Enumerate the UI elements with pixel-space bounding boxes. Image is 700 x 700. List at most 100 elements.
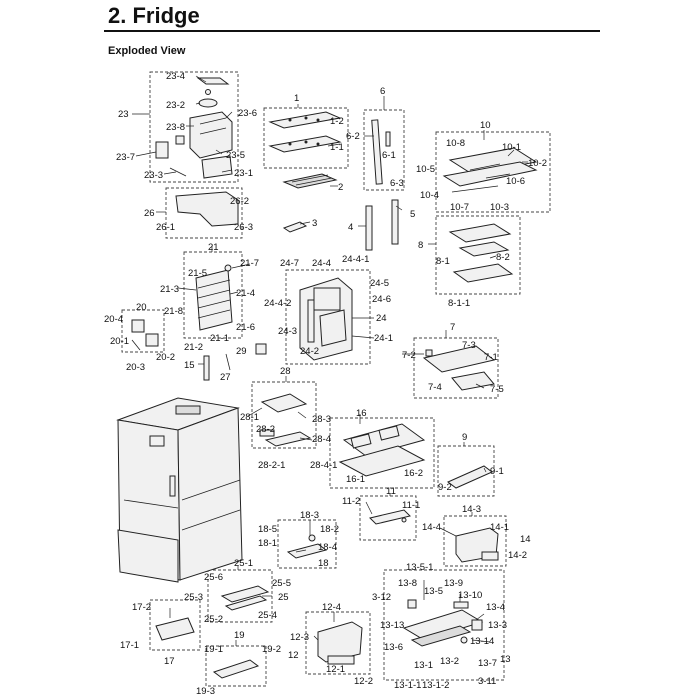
part-label: 28-2-1 [258, 460, 285, 471]
ice-maker-assembly [155, 77, 233, 179]
part-label: 21-6 [236, 322, 255, 333]
group-box-8 [435, 215, 521, 295]
part-label: 9-1 [490, 466, 504, 477]
part-label: 1 [294, 93, 299, 104]
part-label: 7-3 [462, 340, 476, 351]
part-label: 23-7 [116, 152, 135, 163]
group-box-11 [359, 495, 417, 541]
part-label: 21-4 [236, 288, 255, 299]
part-label: 11-2 [342, 496, 360, 507]
part-label: 20-4 [104, 314, 123, 325]
part-label: 14-3 [462, 504, 481, 515]
part-20-damper [131, 319, 159, 351]
part-label: 25-4 [258, 610, 277, 621]
part-label: 23 [118, 109, 129, 120]
group-box-18 [277, 519, 337, 569]
part-label: 28-3 [312, 414, 331, 425]
part-label: 20 [136, 302, 147, 313]
part-label: 14-1 [490, 522, 509, 533]
part-19 [212, 659, 260, 679]
part-label: 13-3 [488, 620, 507, 631]
part-label: 23-2 [166, 100, 185, 111]
part-label: 6 [380, 86, 385, 97]
part-label: 10-8 [446, 138, 465, 149]
part-label: 20-1 [110, 336, 129, 347]
part-label: 3 [312, 218, 317, 229]
group-box-1 [263, 107, 349, 169]
part-label: 18-1 [258, 538, 277, 549]
part-label: 21 [208, 242, 219, 253]
part-label: 24-1 [374, 333, 393, 344]
part-label: 24-7 [280, 258, 299, 269]
part-label: 12-1 [326, 664, 345, 675]
part-6-rails [365, 119, 399, 251]
part-label: 13-2 [440, 656, 459, 667]
part-label: 10 [480, 120, 491, 131]
part-label: 15 [184, 360, 195, 371]
part-label: 1-2 [330, 116, 344, 127]
part-label: 24 [376, 313, 387, 324]
part-label: 16 [356, 408, 367, 419]
part-label: 25 [278, 592, 289, 603]
part-label: 1-1 [330, 142, 344, 153]
part-10-glass-shelf [442, 147, 538, 193]
part-label: 19-2 [262, 644, 281, 655]
part-label: 6-1 [382, 150, 396, 161]
part-label: 2 [338, 182, 343, 193]
part-label: 21-2 [184, 342, 203, 353]
part-label: 18 [318, 558, 329, 569]
part-8-shelf [448, 223, 514, 283]
part-label: 13 [500, 654, 511, 665]
part-labels: 23 23-4 23-2 23-8 23-6 23-5 23-7 23-1 23… [104, 71, 547, 697]
part-label: 29 [236, 346, 247, 357]
part-12-bin [317, 621, 363, 665]
part-label: 18-5 [258, 524, 277, 535]
part-label: 17 [164, 656, 175, 667]
part-label: 5 [410, 209, 415, 220]
part-label: 13-5-1 [406, 562, 433, 573]
part-label: 6-3 [390, 178, 404, 189]
part-label: 7-4 [428, 382, 442, 393]
group-box-24 [285, 269, 371, 365]
part-label: 13-1 [414, 660, 433, 671]
part-label: 13-5 [424, 586, 443, 597]
part-label: 12-3 [290, 632, 309, 643]
part-label: 7 [450, 322, 455, 333]
part-9-rail [447, 465, 493, 489]
group-box-9 [437, 445, 495, 497]
part-label: 10-3 [490, 202, 509, 213]
part-label: 12 [288, 650, 299, 661]
part-16-bin [338, 423, 426, 477]
part-label: 23-1 [234, 168, 253, 179]
part-label: 18-2 [320, 524, 339, 535]
group-box-26 [165, 187, 243, 239]
part-label: 16-2 [404, 468, 423, 479]
part-label: 25-1 [234, 558, 253, 569]
part-label: 8-1 [436, 256, 450, 267]
part-label: 8 [418, 240, 423, 251]
part-14-crisper [455, 527, 499, 563]
part-label: 24-4-1 [342, 254, 369, 265]
part-label: 26-1 [156, 222, 175, 233]
part-label: 9 [462, 432, 467, 443]
part-26-duct [175, 191, 239, 227]
part-label: 28-2 [256, 424, 275, 435]
part-17 [155, 617, 195, 641]
group-box-21 [183, 251, 243, 339]
part-label: 10-5 [416, 164, 435, 175]
part-18-rail [286, 534, 328, 559]
subtitle: Exploded View [108, 45, 186, 57]
part-label: 24-5 [370, 278, 389, 289]
part-label: 8-1-1 [448, 298, 470, 309]
part-label: 13-1-1 [394, 680, 421, 691]
part-label: 21-5 [188, 268, 207, 279]
title-rule [104, 30, 600, 32]
part-label: 17-1 [120, 640, 139, 651]
group-box-14 [443, 515, 507, 567]
part-label: 24-4-2 [264, 298, 291, 309]
part-25-rail [220, 585, 270, 611]
part-label: 14 [520, 534, 531, 545]
part-label: 10-1 [502, 142, 521, 153]
part-label: 17-2 [132, 602, 151, 613]
part-label: 23-8 [166, 122, 185, 133]
